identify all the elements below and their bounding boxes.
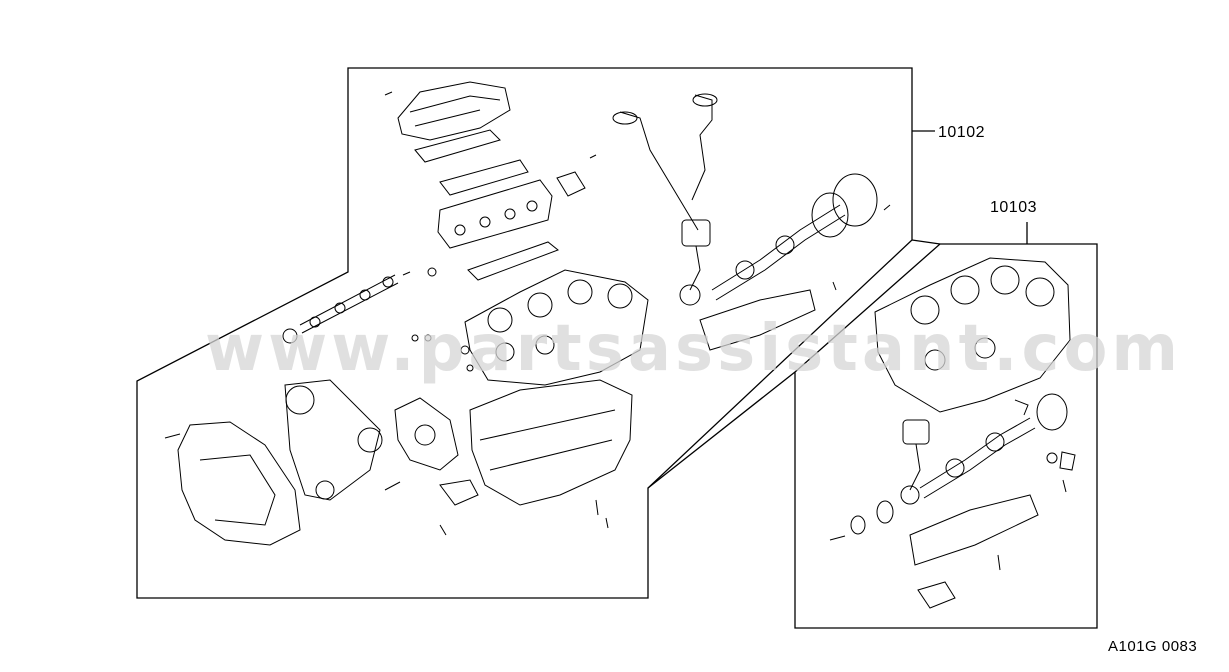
short-block-rear-seal — [1036, 393, 1068, 431]
callout-10103: 10103 — [990, 199, 1037, 216]
oil-pan — [469, 379, 633, 506]
crankshaft — [711, 204, 846, 301]
rocker-cover — [397, 81, 511, 141]
connecting-rod — [689, 245, 701, 291]
engine-assembly-frame — [136, 67, 913, 599]
main-bearing-caps — [699, 289, 816, 351]
valve-spring — [619, 94, 713, 231]
frame-connector — [911, 239, 941, 245]
piston — [681, 219, 711, 247]
timing-belt-cover — [177, 421, 301, 546]
cylinder-block — [464, 269, 649, 386]
short-block-piston — [902, 419, 930, 445]
timing-belt — [284, 379, 381, 501]
figure-code: A101G 0083 — [1108, 638, 1198, 655]
frame-connector — [647, 371, 796, 489]
short-block-parts-group — [829, 257, 1076, 609]
engine-parts-group — [164, 81, 891, 546]
camshaft-carrier — [437, 179, 553, 249]
short-block-bracket — [917, 581, 956, 609]
cover-gasket — [414, 129, 501, 163]
short-block-frame — [794, 243, 1098, 629]
short-block-cylinder-block — [874, 257, 1071, 413]
bracket — [439, 479, 479, 506]
oil-pump — [394, 397, 459, 471]
rear-main-seal — [811, 192, 849, 238]
short-block-crankshaft — [919, 417, 1036, 499]
cam-sprocket — [282, 328, 298, 344]
short-block-bearing-caps — [909, 494, 1039, 566]
thermostat-housing — [556, 171, 586, 197]
cam-pulley — [285, 385, 315, 415]
callout-10102: 10102 — [938, 124, 985, 141]
